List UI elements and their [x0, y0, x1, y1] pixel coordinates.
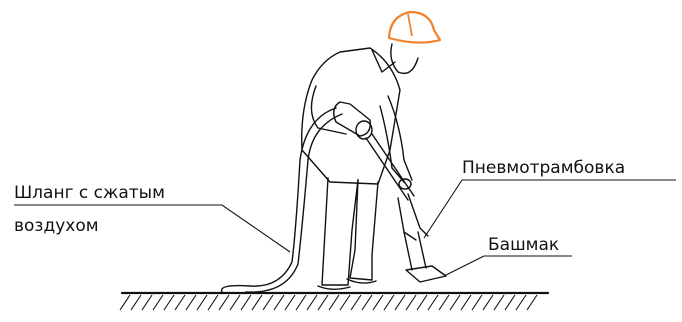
hatch-stroke — [406, 295, 416, 310]
hatch-stroke — [318, 295, 328, 310]
rammer-leader — [424, 180, 676, 238]
hatch-stroke — [483, 295, 493, 310]
hatch-stroke — [208, 295, 218, 310]
hatch-stroke — [439, 295, 449, 310]
shoe-leader — [444, 256, 572, 276]
hatch-stroke — [153, 295, 163, 310]
rammer-label: Пневмотрамбовка — [462, 158, 625, 178]
worker-figure-icon — [302, 44, 418, 289]
hatch-stroke — [120, 295, 130, 310]
hatch-stroke — [516, 295, 526, 310]
rammer-motor — [334, 102, 372, 139]
hatch-stroke — [197, 295, 207, 310]
hatch-stroke — [450, 295, 460, 310]
hatch-stroke — [384, 295, 394, 310]
hatch-stroke — [252, 295, 262, 310]
hard-hat-icon — [389, 12, 440, 43]
hatch-stroke — [428, 295, 438, 310]
hatch-stroke — [142, 295, 152, 310]
hose-label-line1: Шланг с сжатым — [14, 183, 165, 203]
hatch-stroke — [329, 295, 339, 310]
hatch-stroke — [527, 295, 537, 310]
hatch-stroke — [340, 295, 350, 310]
hatch-stroke — [505, 295, 515, 310]
hatch-stroke — [351, 295, 361, 310]
hatch-stroke — [395, 295, 405, 310]
ground — [120, 293, 548, 310]
hatch-stroke — [230, 295, 240, 310]
hatch-stroke — [494, 295, 504, 310]
pneumatic-rammer-icon — [366, 134, 446, 282]
hatch-stroke — [175, 295, 185, 310]
hatch-stroke — [131, 295, 141, 310]
shoe-label: Башмак — [488, 235, 559, 255]
hatch-stroke — [362, 295, 372, 310]
ground-hatching — [120, 295, 537, 310]
hatch-stroke — [274, 295, 284, 310]
hatch-stroke — [164, 295, 174, 310]
hatch-stroke — [472, 295, 482, 310]
hatch-stroke — [417, 295, 427, 310]
air-hose — [222, 108, 342, 292]
hose-label-line2: воздухом — [14, 216, 99, 236]
hatch-stroke — [285, 295, 295, 310]
hatch-stroke — [373, 295, 383, 310]
hatch-stroke — [186, 295, 196, 310]
hatch-stroke — [461, 295, 471, 310]
hatch-stroke — [263, 295, 273, 310]
hatch-stroke — [307, 295, 317, 310]
hatch-stroke — [219, 295, 229, 310]
hatch-stroke — [296, 295, 306, 310]
hatch-stroke — [241, 295, 251, 310]
